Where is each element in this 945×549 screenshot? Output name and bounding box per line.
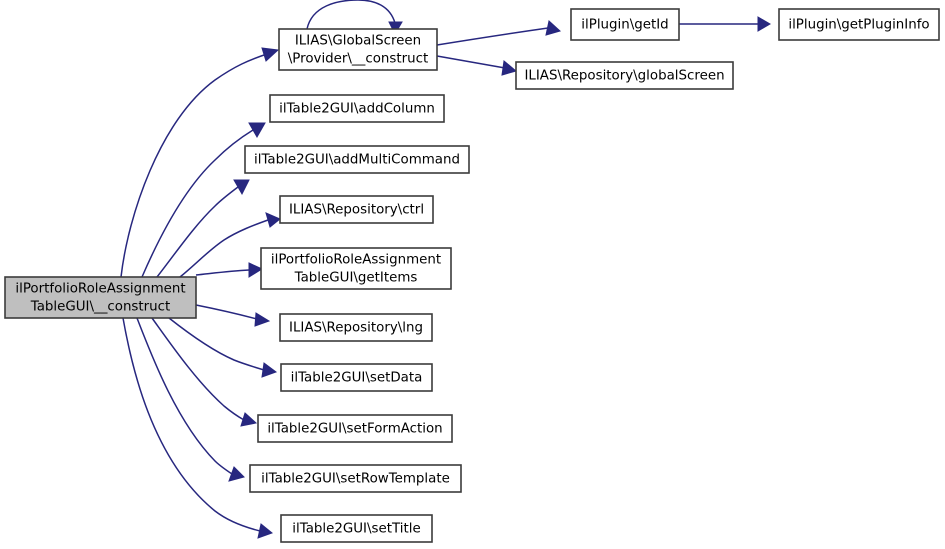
graph-node-globalscreen_provider_construct[interactable]: ILIAS\GlobalScreen\Provider\__construct: [278, 28, 438, 71]
node-label: ILIAS\Repository\ctrl: [289, 203, 424, 218]
node-box[interactable]: [570, 8, 680, 41]
edge-line: [136, 317, 233, 475]
arrowhead-icon: [265, 212, 281, 228]
node-label: ilTable2GUI\addMultiCommand: [254, 153, 460, 168]
edge-line: [179, 219, 269, 278]
node-box[interactable]: [249, 464, 462, 493]
node-box[interactable]: [280, 514, 433, 543]
edge-line: [436, 55, 506, 69]
node-box[interactable]: [279, 195, 434, 224]
edge-line: [436, 27, 549, 46]
call-edge-globalscreen_provider_construct-to-repository_globalscreen: [436, 55, 518, 76]
call-edge-globalscreen_provider_construct-to-plugin_getid: [436, 20, 562, 46]
graph-node-table2gui_setdata[interactable]: ilTable2GUI\setData: [280, 363, 433, 392]
call-edge-root-to-table2gui_setdata: [168, 317, 278, 378]
edge-line: [156, 186, 239, 278]
node-label: ilTable2GUI\setRowTemplate: [261, 472, 450, 487]
edge-line: [141, 129, 254, 278]
node-label: ilPlugin\getPluginInfo: [788, 18, 929, 33]
edge-line: [151, 317, 245, 421]
node-box[interactable]: [244, 145, 470, 174]
node-box[interactable]: [778, 8, 940, 41]
arrowhead-icon: [233, 179, 250, 196]
node-label: ilTable2GUI\addColumn: [279, 102, 435, 117]
edges-layer: [120, 0, 771, 539]
node-box[interactable]: [4, 276, 197, 319]
call-edge-root-to-portfolio_getitems: [195, 262, 264, 278]
graph-node-table2gui_setrowtemplate[interactable]: ilTable2GUI\setRowTemplate: [249, 464, 462, 493]
arrowhead-icon: [240, 412, 258, 427]
node-box[interactable]: [269, 94, 445, 123]
call-edge-root-to-table2gui_addmulticommand: [156, 179, 250, 278]
node-box[interactable]: [279, 313, 433, 342]
node-box[interactable]: [257, 414, 453, 443]
graph-node-table2gui_addcolumn[interactable]: ilTable2GUI\addColumn: [269, 94, 445, 123]
node-box[interactable]: [260, 247, 452, 290]
edge-line: [122, 317, 261, 532]
node-label: ilPlugin\getId: [581, 18, 668, 33]
node-box[interactable]: [280, 363, 433, 392]
node-label: ilTable2GUI\setData: [291, 371, 423, 386]
arrowhead-icon: [261, 47, 280, 62]
arrowhead-icon: [228, 466, 245, 482]
arrowhead-icon: [254, 312, 271, 327]
arrowhead-icon: [388, 21, 403, 36]
edge-line: [120, 53, 268, 278]
node-box[interactable]: [515, 61, 734, 90]
node-label: ilTable2GUI\setFormAction: [267, 422, 442, 437]
arrowhead-icon: [248, 122, 266, 139]
call-edge-root-to-table2gui_setformaction: [151, 317, 258, 427]
arrowhead-icon: [248, 262, 264, 278]
call-edge-root-to-table2gui_addcolumn: [141, 122, 266, 278]
edge-line: [195, 269, 250, 276]
graph-node-repository_lng[interactable]: ILIAS\Repository\lng: [279, 313, 433, 342]
edge-line: [306, 0, 396, 30]
graph-node-plugin_getid[interactable]: ilPlugin\getId: [570, 8, 680, 41]
graph-node-table2gui_addmulticommand[interactable]: ilTable2GUI\addMultiCommand: [244, 145, 470, 174]
graph-node-plugin_getplugininfo[interactable]: ilPlugin\getPluginInfo: [778, 8, 940, 41]
call-edge-root-to-table2gui_setrowtemplate: [136, 317, 245, 482]
arrowhead-icon: [757, 16, 771, 32]
edge-line: [168, 317, 265, 371]
node-label: ilTable2GUI\setTitle: [292, 522, 420, 537]
graph-node-repository_globalscreen[interactable]: ILIAS\Repository\globalScreen: [515, 61, 734, 90]
node-label: ILIAS\Repository\globalScreen: [524, 69, 724, 84]
graph-node-table2gui_setformaction[interactable]: ilTable2GUI\setFormAction: [257, 414, 453, 443]
arrowhead-icon: [501, 60, 518, 76]
call-edge-root-to-globalscreen_provider_construct: [120, 47, 280, 278]
graph-node-repository_ctrl[interactable]: ILIAS\Repository\ctrl: [279, 195, 434, 224]
arrowhead-icon: [257, 523, 274, 539]
graph-node-table2gui_settitle[interactable]: ilTable2GUI\setTitle: [280, 514, 433, 543]
arrowhead-icon: [261, 362, 278, 378]
call-edge-root-to-repository_ctrl: [179, 212, 281, 278]
call-edge-root-to-table2gui_settitle: [122, 317, 274, 539]
edge-line: [195, 304, 258, 320]
node-label: ILIAS\GlobalScreen\Provider\__construct: [288, 34, 428, 67]
call-edge-globalscreen_provider_construct-to-globalscreen_provider_construct: [306, 0, 403, 36]
arrowhead-icon: [545, 20, 562, 36]
node-box[interactable]: [278, 28, 438, 71]
node-label: ILIAS\Repository\lng: [289, 321, 423, 336]
call-edge-root-to-repository_lng: [195, 304, 271, 327]
call-edge-plugin_getid-to-plugin_getplugininfo: [679, 16, 771, 32]
